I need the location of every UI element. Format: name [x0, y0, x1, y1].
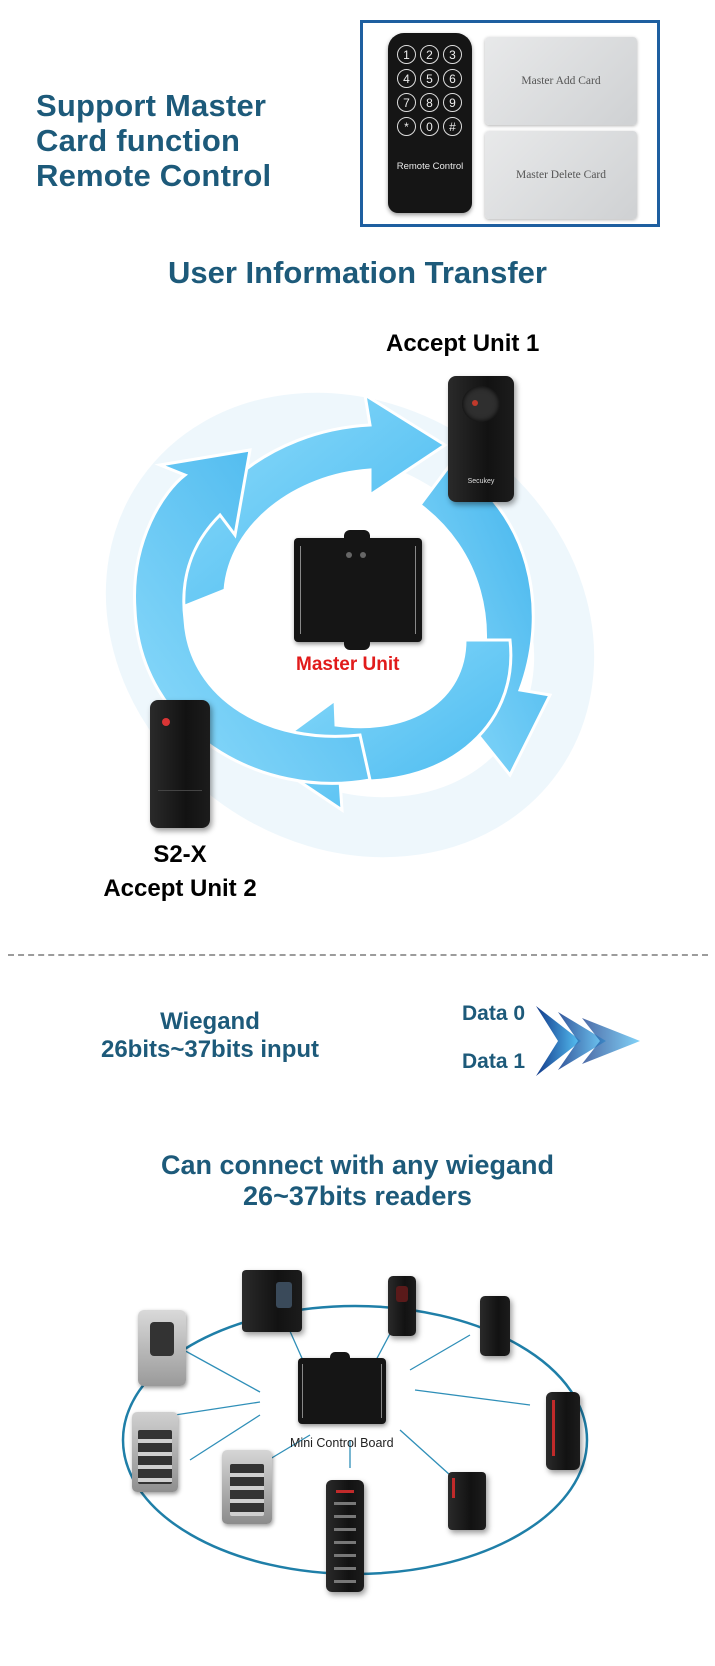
- remote-key: 3: [443, 45, 462, 64]
- remote-key: 5: [420, 69, 439, 88]
- slim-keypad-reader: [326, 1480, 364, 1592]
- data-1-label: Data 1: [462, 1050, 526, 1073]
- connector-arrow: [414, 1389, 531, 1406]
- reader-brand: Secukey: [467, 478, 495, 485]
- reader-divider: [158, 790, 202, 791]
- led-strip-icon: [452, 1478, 455, 1498]
- accept-unit-1-reader: Secukey: [448, 376, 514, 502]
- accept-unit-2-caption: S2-X Accept Unit 2: [80, 838, 280, 906]
- led-strip-icon: [552, 1400, 555, 1456]
- remote-key: 0: [420, 117, 439, 136]
- tall-reader-red-led: [546, 1392, 580, 1470]
- board-terminal-right: [369, 1364, 382, 1418]
- remote-control-image: 1 2 3 4 5 6 7 8 9 * 0 # Remote Control: [388, 33, 472, 213]
- model-label: S2-X: [153, 841, 207, 868]
- reader-sensor-icon: [462, 386, 500, 422]
- master-unit-board: [294, 530, 422, 650]
- wiegand-line-2: 26bits~37bits input: [100, 1036, 320, 1063]
- board-led-icon: [360, 552, 366, 558]
- remote-key: 1: [397, 45, 416, 64]
- remote-keypad: 1 2 3 4 5 6 7 8 9 * 0 #: [397, 45, 467, 136]
- keypad-icon: [230, 1464, 264, 1516]
- accept-unit-2-label: Accept Unit 2: [103, 875, 257, 902]
- hero-product-frame: 1 2 3 4 5 6 7 8 9 * 0 # Remote Control M…: [360, 20, 660, 227]
- board-mount-tab: [344, 638, 370, 650]
- keypad-icon: [334, 1502, 356, 1584]
- mini-control-board: [298, 1352, 386, 1424]
- mini-control-board-label: Mini Control Board: [290, 1436, 394, 1450]
- hero-line-3: Remote Control: [36, 158, 272, 193]
- arrow-right: [417, 463, 553, 778]
- keypad-metal-reader-1: [132, 1412, 178, 1492]
- master-delete-card: Master Delete Card: [485, 131, 637, 219]
- hero-line-2: Card function: [36, 123, 241, 158]
- led-icon: [472, 400, 478, 406]
- accept-unit-2-reader: [150, 700, 210, 828]
- remote-key: 8: [420, 93, 439, 112]
- remote-key: 6: [443, 69, 462, 88]
- led-icon: [336, 1490, 354, 1493]
- board-mount-tab: [330, 1352, 350, 1361]
- board-terminal-right: [395, 546, 416, 634]
- connector-arrow: [174, 1401, 261, 1416]
- board-mount-tab: [344, 530, 370, 542]
- hero-line-1: Support Master: [36, 88, 267, 123]
- data-chevron-arrows-icon: [536, 1006, 640, 1076]
- master-unit-label: Master Unit: [296, 654, 400, 675]
- fingerprint-metal-reader: [138, 1310, 186, 1386]
- connector-arrow: [179, 1347, 261, 1393]
- keypad-metal-reader-2: [222, 1450, 272, 1524]
- remote-label: Remote Control: [396, 161, 464, 172]
- master-add-card: Master Add Card: [485, 37, 637, 125]
- board-terminal-left: [300, 546, 321, 634]
- board-terminal-left: [302, 1364, 315, 1418]
- transfer-title: User Information Transfer: [168, 255, 547, 290]
- connector-arrow: [189, 1414, 261, 1461]
- hero-heading: Support Master Card function Remote Cont…: [36, 88, 336, 193]
- slim-reader-red: [388, 1276, 416, 1336]
- remote-key: #: [443, 117, 462, 136]
- remote-key: 2: [420, 45, 439, 64]
- accept-unit-1-label: Accept Unit 1: [386, 330, 540, 357]
- connect-title-line-1: Can connect with any wiegand: [160, 1150, 555, 1180]
- wiegand-line-1: Wiegand: [160, 1008, 260, 1035]
- fingerprint-keypad-reader: [242, 1270, 302, 1332]
- connector-arrow: [399, 1429, 451, 1476]
- remote-key: 9: [443, 93, 462, 112]
- led-icon: [162, 718, 170, 726]
- led-icon: [396, 1286, 408, 1302]
- data-0-label: Data 0: [462, 1002, 526, 1025]
- fingerprint-icon: [150, 1322, 174, 1356]
- connect-title-line-2: 26~37bits readers: [243, 1181, 472, 1211]
- section-divider: [8, 954, 708, 956]
- connector-arrow: [409, 1334, 471, 1371]
- remote-key: 4: [397, 69, 416, 88]
- fingerprint-icon: [276, 1282, 292, 1308]
- keypad-icon: [138, 1430, 172, 1484]
- square-reader: [448, 1472, 486, 1530]
- board-led-icon: [346, 552, 352, 558]
- remote-key: 7: [397, 93, 416, 112]
- wiegand-heading: Wiegand 26bits~37bits input: [60, 1008, 360, 1064]
- slim-reader-black: [480, 1296, 510, 1356]
- connect-title: Can connect with any wiegand 26~37bits r…: [0, 1150, 715, 1212]
- remote-key: *: [397, 117, 416, 136]
